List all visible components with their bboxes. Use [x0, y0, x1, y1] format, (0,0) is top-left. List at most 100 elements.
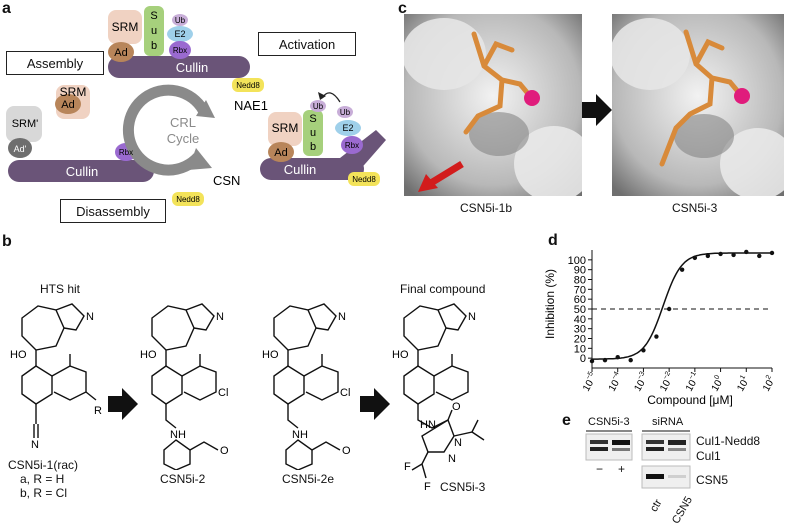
- molecule-csn5i-2: N HO Cl NH O: [140, 303, 229, 470]
- ad-top: [108, 42, 134, 62]
- ad-prime-label: Ad': [14, 144, 27, 154]
- ub-right-2: [337, 106, 353, 118]
- crl-cycle-diagram: SRM Ad S u b Ub E2 Rbx Cullin SRM' Ad' S…: [6, 6, 386, 206]
- nedd8-tag-top: [232, 78, 264, 92]
- data-point: [615, 354, 620, 360]
- sub-top-s: S: [150, 10, 157, 22]
- ub-right-2-label: Ub: [340, 108, 351, 117]
- ad-right: [268, 142, 294, 162]
- e2-top-label: E2: [174, 29, 185, 39]
- e-lane-minus: −: [596, 462, 604, 476]
- data-point: [589, 358, 595, 364]
- y-tick-label: 20: [574, 334, 586, 346]
- e2-top: [167, 26, 193, 42]
- sub-top: [144, 6, 164, 56]
- cycle-label-1: CRL: [170, 115, 196, 130]
- csn-label: CSN: [213, 173, 240, 188]
- ad-left: [55, 94, 81, 114]
- sub-top-b: b: [151, 40, 157, 52]
- nedd8-right-label: Nedd8: [352, 175, 376, 184]
- x-tick-label: 102: [759, 374, 778, 394]
- panel-a-label: a: [2, 0, 11, 17]
- x-tick-label-exp: −2: [662, 370, 672, 381]
- ad-left-label: Ad: [61, 99, 74, 111]
- y-tick-label: 40: [574, 314, 586, 326]
- e2-right: [335, 120, 361, 136]
- disassembly-label: Disassembly: [76, 203, 150, 219]
- x-tick-label: 101: [734, 374, 753, 394]
- cycle-arrowhead: [188, 148, 212, 170]
- x-tick-label: 10−1: [682, 370, 703, 393]
- dose-response-chart: 010203040506070809010010−510−410−310−210…: [543, 249, 778, 407]
- y-tick-label: 50: [574, 304, 586, 316]
- x-tick-label-text: 10−2: [656, 370, 677, 393]
- caption-csn5i-3-c: CSN5i-3: [672, 201, 718, 215]
- ub-right-1: [310, 100, 326, 112]
- mol1-ho: HO: [10, 349, 27, 361]
- data-point: [679, 267, 685, 272]
- x-tick-label-exp: −3: [636, 370, 646, 381]
- x-tick-label-text: 10−4: [605, 370, 626, 393]
- arrow-b-1: [108, 388, 138, 420]
- srm-right-label: SRM: [272, 121, 299, 135]
- ub-transfer-arrow: [321, 92, 341, 103]
- srm-top-label: SRM: [112, 20, 139, 34]
- rbx-top-label: Rbx: [173, 46, 187, 55]
- mol3-n-pyrazole-1: N: [454, 437, 462, 449]
- panel-b-label: b: [2, 233, 12, 250]
- data-point: [628, 357, 633, 363]
- docking-image-right: [612, 14, 784, 196]
- cycle-arc: [122, 84, 208, 176]
- srm-top: [108, 10, 142, 44]
- sub-right-u: u: [310, 127, 316, 139]
- srm-prime: [6, 106, 42, 142]
- arrow-b-2: [360, 388, 390, 420]
- srm-right: [268, 112, 302, 146]
- y-tick-label: 60: [574, 294, 586, 306]
- western-blots: [585, 430, 691, 489]
- srm-prime-label: SRM': [12, 118, 39, 130]
- assembly-label: Assembly: [26, 55, 84, 71]
- x-tick-label: 10−5: [579, 370, 600, 393]
- y-tick-label: 30: [574, 324, 586, 336]
- x-tick-label-exp: 2: [765, 374, 773, 381]
- data-point: [641, 348, 646, 353]
- data-point: [718, 251, 723, 257]
- y-tick-label: 0: [580, 353, 586, 365]
- final-compound-label: Final compound: [400, 282, 486, 296]
- e-band-csn5: CSN5: [696, 473, 729, 487]
- cpd3-name: CSN5i-3: [440, 480, 486, 494]
- panel-d-label: d: [548, 232, 558, 249]
- x-tick-label-text: 102: [759, 374, 778, 394]
- x-tick-label: 10−4: [605, 370, 626, 393]
- mol2-ho: HO: [140, 349, 157, 361]
- data-point: [666, 306, 672, 312]
- blot-csn5-sirna: [641, 465, 691, 489]
- mol2e-o: O: [342, 445, 351, 457]
- sub-top-u: u: [151, 25, 157, 37]
- mol2-nh: NH: [170, 429, 186, 441]
- data-point: [654, 334, 659, 339]
- mol2e-n: N: [338, 311, 346, 323]
- srm-left-label: SRM: [60, 85, 87, 99]
- panel-c-label: c: [398, 0, 407, 17]
- rbx-right: [341, 136, 363, 154]
- cullin-right-arm: [340, 130, 386, 172]
- sub-right: [303, 110, 323, 156]
- disassembly-box: Disassembly: [60, 199, 166, 223]
- activation-label: Activation: [278, 36, 336, 52]
- molecule-csn5i-3: N HO HN O N N F F: [392, 303, 485, 493]
- cullin-left-label: Cullin: [66, 164, 99, 179]
- x-tick-label-text: 10−1: [682, 370, 703, 393]
- x-tick-label: 100: [708, 374, 727, 394]
- rbx-left-label: Rbx: [119, 148, 133, 157]
- e-lane-plus: +: [618, 462, 626, 476]
- x-tick-label-text: 10−3: [631, 370, 652, 393]
- x-tick-label-exp: 1: [739, 374, 747, 381]
- mol2-cl: Cl: [218, 387, 228, 399]
- mol3-o: O: [452, 401, 461, 413]
- mol2e-ho: HO: [262, 349, 279, 361]
- x-tick-label-exp: −1: [688, 370, 698, 381]
- rbx-right-label: Rbx: [345, 141, 359, 150]
- x-tick-label-text: 10−5: [579, 370, 600, 393]
